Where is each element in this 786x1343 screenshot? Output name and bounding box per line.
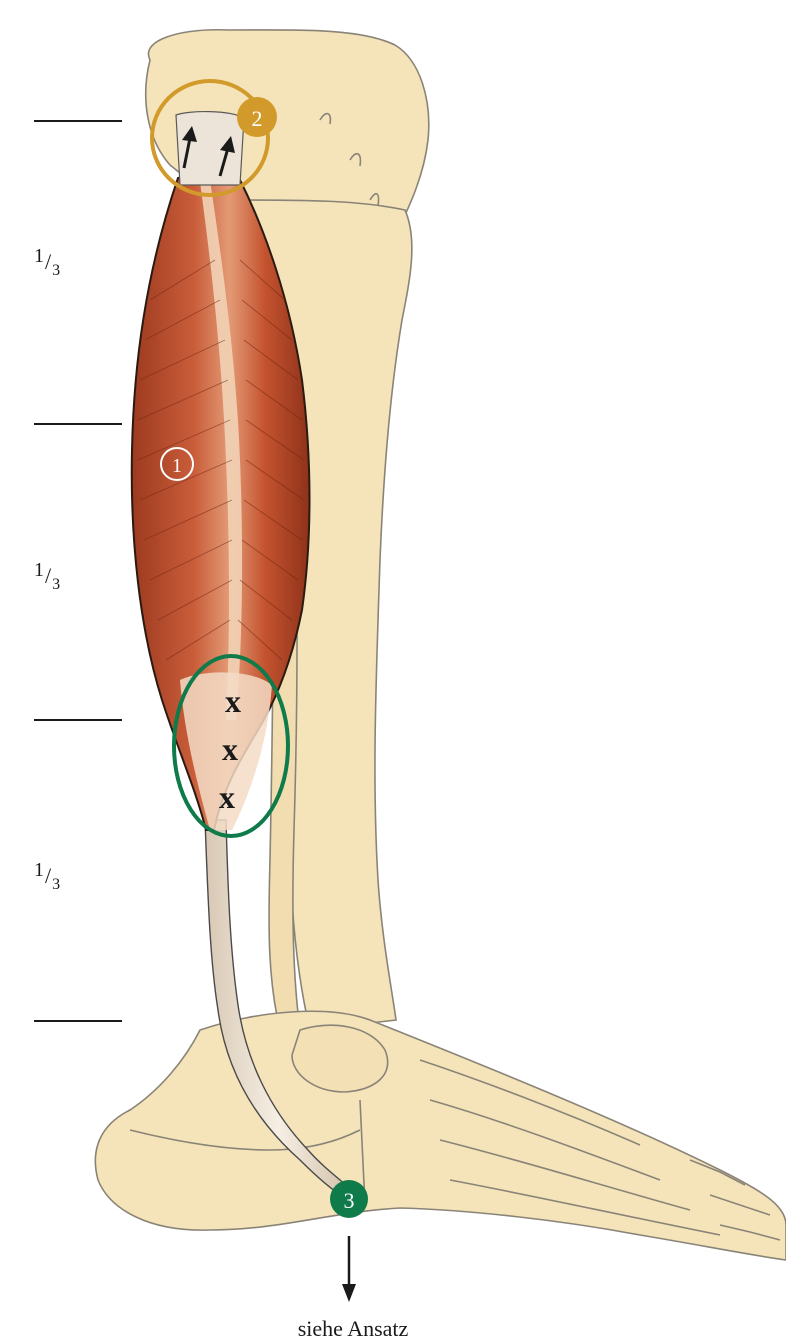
fraction-denominator: 3 bbox=[52, 576, 60, 593]
fraction-slash: / bbox=[45, 863, 51, 888]
fraction-slash: / bbox=[45, 563, 51, 588]
origin-badge-label: 2 bbox=[252, 106, 263, 131]
trigger-point-marker: x bbox=[219, 779, 235, 815]
fraction-slash: / bbox=[45, 249, 51, 274]
muscle-marker-label: 1 bbox=[172, 455, 182, 477]
trigger-point-marker: x bbox=[222, 731, 238, 767]
fraction-numerator: 1 bbox=[34, 559, 44, 581]
fraction-numerator: 1 bbox=[34, 859, 44, 881]
fraction-label-middle: 1/3 bbox=[34, 560, 60, 593]
fraction-label-upper: 1/3 bbox=[34, 246, 60, 279]
arrow-down-icon bbox=[342, 1236, 356, 1302]
insertion-caption: siehe Ansatz bbox=[268, 1316, 438, 1342]
fraction-denominator: 3 bbox=[52, 262, 60, 279]
trigger-point-marker: x bbox=[225, 683, 241, 719]
fraction-denominator: 3 bbox=[52, 876, 60, 893]
fraction-label-lower: 1/3 bbox=[34, 860, 60, 893]
fraction-numerator: 1 bbox=[34, 245, 44, 267]
foot-bones bbox=[95, 1011, 786, 1260]
insertion-badge-label: 3 bbox=[344, 1188, 355, 1213]
